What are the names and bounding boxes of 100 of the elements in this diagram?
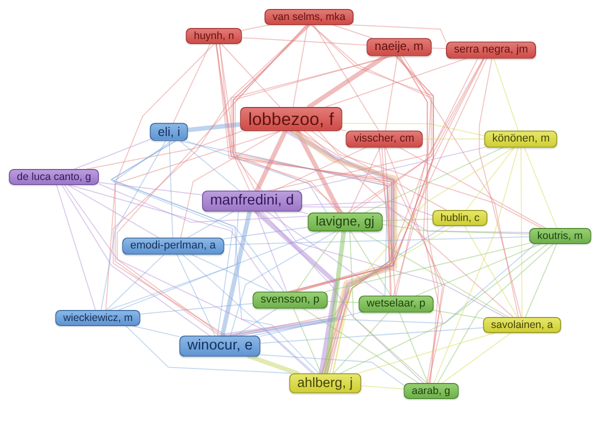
network-link bbox=[318, 130, 542, 228]
network-link bbox=[230, 231, 336, 336]
network-link bbox=[295, 231, 339, 292]
network-link bbox=[274, 146, 367, 192]
network-link bbox=[310, 24, 434, 296]
network-link bbox=[382, 218, 433, 222]
network-link bbox=[68, 184, 274, 292]
network-node: de luca canto, g bbox=[8, 168, 100, 186]
network-link bbox=[464, 226, 518, 318]
network-link bbox=[340, 244, 548, 374]
network-link bbox=[242, 24, 270, 31]
network-link bbox=[168, 140, 174, 238]
network-link bbox=[116, 24, 308, 336]
network-link bbox=[293, 308, 322, 374]
network-link bbox=[396, 55, 428, 296]
network-node: savolainen, a bbox=[483, 316, 561, 334]
network-link bbox=[86, 130, 242, 170]
network-link bbox=[140, 303, 254, 314]
network-link bbox=[437, 244, 554, 384]
network-link bbox=[221, 44, 280, 108]
network-node: naeije, m bbox=[366, 38, 432, 56]
network-link bbox=[64, 184, 313, 374]
network-node: koutris, m bbox=[529, 228, 591, 244]
network-link bbox=[118, 231, 322, 310]
network-link bbox=[254, 209, 338, 376]
network-link bbox=[176, 254, 216, 336]
network-link bbox=[347, 55, 432, 213]
network-link bbox=[349, 231, 428, 384]
network-link bbox=[112, 140, 234, 336]
network-node: hublin, c bbox=[432, 210, 488, 226]
network-link bbox=[67, 184, 160, 238]
network-link bbox=[266, 210, 385, 296]
network-node: wetselaar, p bbox=[358, 296, 434, 312]
network-link bbox=[296, 146, 486, 192]
network-link bbox=[341, 129, 346, 132]
network-link bbox=[311, 130, 447, 210]
network-node: aarab, g bbox=[404, 382, 458, 400]
network-link bbox=[358, 332, 496, 374]
network-link bbox=[100, 140, 166, 310]
network-link bbox=[430, 48, 446, 49]
network-link bbox=[493, 58, 519, 132]
network-node: ahlberg, j bbox=[289, 373, 361, 393]
network-link bbox=[382, 224, 530, 234]
network-link bbox=[61, 184, 210, 336]
network-link bbox=[223, 226, 308, 240]
network-link bbox=[433, 146, 518, 384]
network-link bbox=[301, 201, 433, 216]
network-link bbox=[402, 55, 519, 318]
network-link bbox=[274, 210, 505, 318]
network-node: lavigne, gj bbox=[308, 212, 382, 232]
network-link bbox=[260, 354, 404, 386]
network-link bbox=[232, 55, 391, 192]
network-link bbox=[220, 209, 252, 338]
network-link bbox=[301, 206, 530, 233]
network-link bbox=[352, 24, 446, 42]
network-link bbox=[520, 146, 522, 318]
network-link bbox=[332, 226, 454, 374]
network-link bbox=[108, 210, 239, 310]
network-link bbox=[313, 24, 380, 132]
network-node: visscher, cm bbox=[346, 130, 422, 148]
network-link bbox=[223, 236, 530, 246]
network-link bbox=[432, 310, 484, 319]
network-node: van selms, mka bbox=[264, 8, 354, 26]
network-link bbox=[296, 130, 445, 384]
network-link bbox=[186, 140, 327, 213]
network-node: eli, i bbox=[150, 122, 188, 142]
network-link bbox=[324, 242, 530, 292]
network-link bbox=[110, 140, 320, 374]
network-link bbox=[348, 146, 381, 213]
network-node: wieckiewicz, m bbox=[55, 310, 141, 326]
network-node: huynh, n bbox=[186, 28, 242, 44]
network-link bbox=[268, 58, 478, 192]
network-link bbox=[398, 146, 546, 228]
network-link bbox=[234, 24, 307, 192]
network-link bbox=[524, 244, 558, 318]
network-link bbox=[398, 312, 428, 384]
network-link bbox=[261, 210, 424, 384]
network-link bbox=[229, 58, 484, 336]
network-link bbox=[350, 231, 392, 296]
network-link bbox=[190, 254, 272, 292]
network-link bbox=[251, 244, 536, 336]
network-link bbox=[324, 229, 346, 376]
network-node: serra negra, jm bbox=[446, 42, 536, 58]
network-link bbox=[466, 146, 516, 210]
network-link bbox=[326, 300, 360, 304]
network-link bbox=[304, 130, 514, 318]
network-link bbox=[302, 308, 420, 384]
network-link bbox=[399, 55, 439, 384]
network-link bbox=[360, 385, 404, 390]
network-link bbox=[333, 312, 389, 374]
network-link bbox=[326, 58, 468, 108]
network-link bbox=[242, 37, 368, 46]
network-link bbox=[182, 254, 315, 374]
network-link bbox=[290, 128, 398, 376]
network-link bbox=[215, 44, 250, 192]
network-link bbox=[384, 146, 396, 296]
network-link bbox=[98, 184, 308, 223]
network-link bbox=[126, 326, 292, 374]
network-link bbox=[297, 210, 308, 214]
network-link bbox=[56, 184, 96, 310]
